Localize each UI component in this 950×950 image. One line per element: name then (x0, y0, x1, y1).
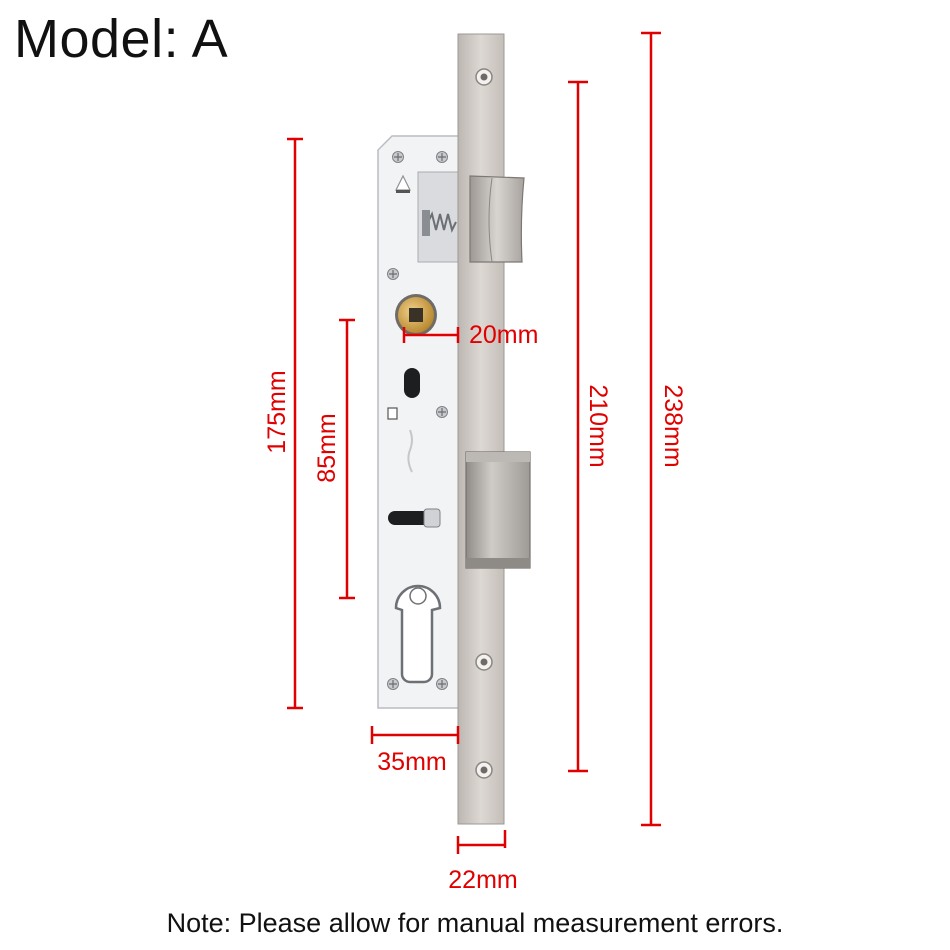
latch-bolt (469, 175, 525, 263)
deadbolt (465, 451, 531, 569)
body-screw-mid-left (387, 268, 399, 280)
faceplate-screw-hole-bottom (475, 761, 493, 779)
body-screw-bottom-left (387, 678, 399, 690)
dim-label-210mm: 210mm (584, 384, 612, 467)
body-screw-top-left (392, 151, 404, 163)
dimension-lines (287, 31, 661, 854)
body-screw-top-right (436, 151, 448, 163)
faceplate-screw-hole-mid (475, 653, 493, 671)
oval-slot (404, 368, 420, 398)
measurement-note: Note: Please allow for manual measuremen… (166, 908, 784, 938)
cylinder-hole (394, 584, 442, 684)
handle-follower (395, 294, 437, 336)
lock-body (377, 135, 461, 709)
dim-label-20mm: 20mm (469, 321, 538, 349)
body-screw-bottom-right (436, 678, 448, 690)
model-title: Model: A (14, 9, 229, 69)
faceplate-screw-hole-top (475, 68, 493, 86)
dim-label-85mm: 85mm (313, 413, 341, 482)
faceplate (457, 33, 505, 825)
dim-label-22mm: 22mm (448, 866, 517, 894)
dim-label-238mm: 238mm (659, 384, 687, 467)
latch-spring (427, 211, 457, 233)
dim-label-35mm: 35mm (377, 748, 446, 776)
body-screw-mid-right (436, 406, 448, 418)
dim-label-175mm: 175mm (263, 370, 291, 453)
bolt-slide (388, 508, 441, 528)
